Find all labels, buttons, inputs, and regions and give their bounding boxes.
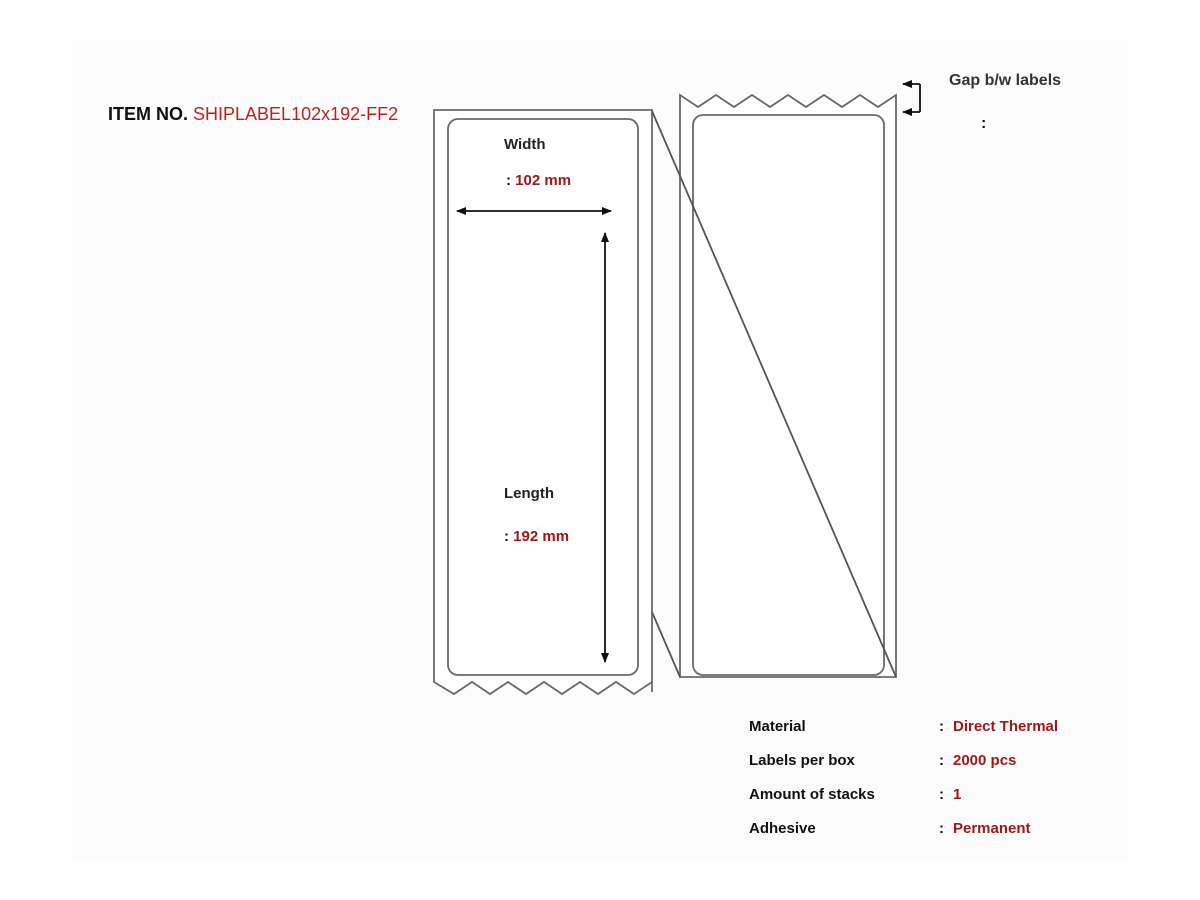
spec-separator: : xyxy=(939,751,944,769)
spec-row-material: Material : Direct Thermal xyxy=(749,709,1058,743)
spec-value: 2000 pcs xyxy=(953,751,1017,769)
width-value: : 102 mm xyxy=(506,172,571,189)
spec-value: Permanent xyxy=(953,819,1031,837)
left-label-outline xyxy=(447,118,639,676)
right-label-outline xyxy=(692,114,885,676)
fold-line-bottom xyxy=(651,611,681,678)
item-number-code: SHIPLABEL102x192-FF2 xyxy=(193,104,399,124)
spec-row-adhesive: Adhesive : Permanent xyxy=(749,811,1058,845)
gap-indicator xyxy=(902,80,921,116)
spec-value: 1 xyxy=(953,785,962,803)
spec-separator: : xyxy=(939,819,944,837)
fold-line-top xyxy=(651,110,897,678)
spec-key: Adhesive xyxy=(749,819,816,837)
spec-separator: : xyxy=(939,717,944,735)
length-value: : 192 mm xyxy=(504,528,569,545)
width-value-text: 102 mm xyxy=(515,172,572,189)
gap-value: : xyxy=(981,115,986,133)
gap-separator: : xyxy=(981,115,987,132)
spec-key: Labels per box xyxy=(749,751,855,769)
length-label: Length xyxy=(504,485,554,502)
spec-row-labels-per-box: Labels per box : 2000 pcs xyxy=(749,743,1058,777)
spec-separator: : xyxy=(939,785,944,803)
spec-value: Direct Thermal xyxy=(953,717,1059,735)
spec-key: Amount of stacks xyxy=(749,785,875,803)
item-number: ITEM NO. SHIPLABEL102x192-FF2 xyxy=(108,104,398,125)
gap-label: Gap b/w labels xyxy=(949,72,1062,89)
spec-key: Material xyxy=(749,717,806,735)
width-separator: : xyxy=(506,172,511,189)
spec-row-amount-of-stacks: Amount of stacks : 1 xyxy=(749,777,1058,811)
length-separator: : xyxy=(504,528,509,545)
spec-table: Material : Direct Thermal Labels per box… xyxy=(749,709,1058,845)
width-label: Width xyxy=(504,136,546,153)
length-value-text: 192 mm xyxy=(513,528,570,545)
item-number-label: ITEM NO. xyxy=(108,104,188,124)
